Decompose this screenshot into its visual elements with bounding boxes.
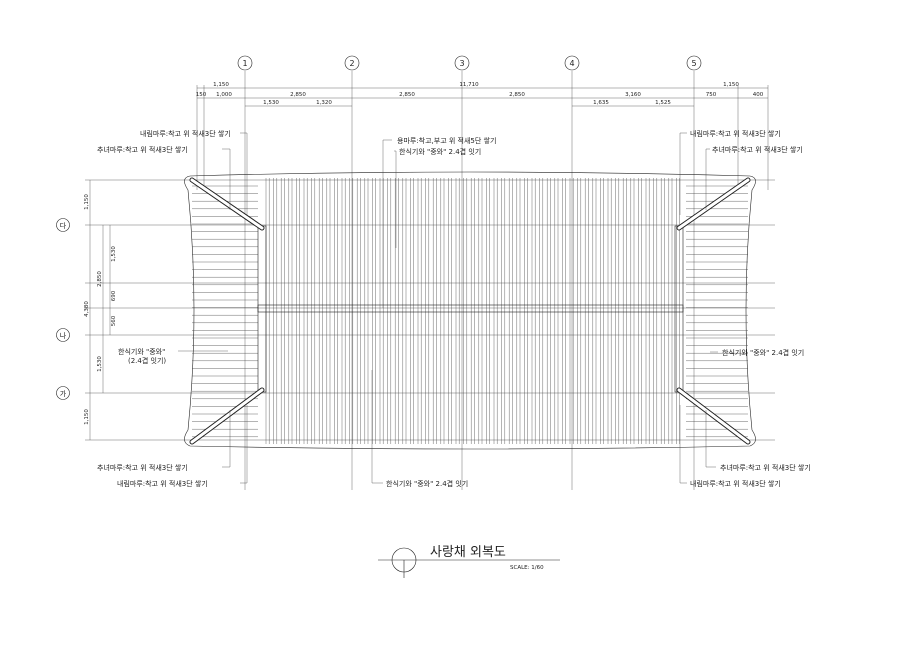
svg-text:750: 750 <box>706 92 717 98</box>
svg-text:690: 690 <box>111 290 117 301</box>
grid-bubble-1: 1 <box>237 55 253 71</box>
label-tl-naerim: 내림마루:착고 위 적새3단 쌓기 <box>140 129 231 138</box>
drawing-title: 사랑채 외복도 SCALE: 1/60 <box>378 545 560 578</box>
label-right-giwa: 한식기와 "중와" 2.4겹 잇기 <box>722 348 804 357</box>
label-br-naerim: 내림마루:착고 위 적새3단 쌓기 <box>690 479 781 488</box>
grid-bubble-5: 5 <box>686 55 702 71</box>
label-top-yongmaru: 용마루:착고,부고 위 적새5단 쌓기 <box>397 136 496 145</box>
column-grid: 1 2 3 4 5 <box>237 55 702 71</box>
label-left-giwa: 한식기와 "중와" <box>118 347 165 356</box>
svg-text:400: 400 <box>753 92 764 98</box>
svg-text:1,635: 1,635 <box>593 100 609 106</box>
label-bl-chunyeo: 추녀마루:착고 위 적새3단 쌓기 <box>97 463 188 472</box>
hip-ridge-inner <box>190 178 264 230</box>
svg-text:5: 5 <box>691 59 696 68</box>
svg-text:2,850: 2,850 <box>399 92 415 98</box>
svg-text:2,850: 2,850 <box>97 271 103 287</box>
top-dimensions: 1,150 11,710 1,150 150 1,000 2,850 2,850… <box>196 82 768 107</box>
left-dimensions: 1,150 4,380 1,150 2,850 1,530 1,530 690 … <box>84 180 117 440</box>
roof <box>184 171 756 450</box>
svg-text:2,850: 2,850 <box>509 92 525 98</box>
hip-ridge-inner <box>677 388 750 444</box>
grid-bubble-4: 4 <box>564 55 580 71</box>
title-text: 사랑채 외복도 <box>430 545 506 560</box>
label-top-giwa: 한식기와 "중와" 2.4겹 잇기 <box>399 147 481 156</box>
svg-text:2: 2 <box>349 59 354 68</box>
svg-text:4: 4 <box>569 59 574 68</box>
svg-text:1,530: 1,530 <box>97 356 103 372</box>
svg-text:1: 1 <box>242 59 247 68</box>
svg-text:1,530: 1,530 <box>263 100 279 106</box>
svg-text:560: 560 <box>111 315 117 326</box>
grid-bubble-2: 2 <box>344 55 360 71</box>
label-tr-naerim: 내림마루:착고 위 적새3단 쌓기 <box>690 129 781 138</box>
grid-bubble-da: 다 <box>56 218 70 232</box>
label-br-chunyeo: 추녀마루:착고 위 적새3단 쌓기 <box>720 463 811 472</box>
svg-text:1,530: 1,530 <box>111 246 117 262</box>
row-grid: 다 나 가 <box>56 218 70 400</box>
svg-text:1,525: 1,525 <box>655 100 671 106</box>
svg-text:나: 나 <box>60 331 67 340</box>
grid-lines <box>85 71 775 490</box>
svg-text:1,150: 1,150 <box>213 82 229 88</box>
svg-text:다: 다 <box>60 221 67 230</box>
svg-text:2,850: 2,850 <box>290 92 306 98</box>
label-tr-chunyeo: 추녀마루:착고 위 적새3단 쌓기 <box>712 145 803 154</box>
label-left-giwa-2: (2.4겹 잇기) <box>128 356 166 365</box>
grid-bubble-3: 3 <box>454 55 470 71</box>
svg-text:가: 가 <box>60 389 67 398</box>
svg-text:1,150: 1,150 <box>84 409 90 425</box>
hip-ridge-inner <box>190 388 264 444</box>
grid-bubble-ga: 가 <box>56 386 70 400</box>
svg-text:1,150: 1,150 <box>723 82 739 88</box>
hip-ridge-inner <box>677 178 750 230</box>
gable-wall-left <box>257 225 267 393</box>
label-bottom-giwa: 한식기와 "중와" 2.4겹 잇기 <box>386 479 468 488</box>
label-tl-chunyeo: 추녀마루:착고 위 적새3단 쌓기 <box>97 145 188 154</box>
svg-text:4,380: 4,380 <box>84 301 90 317</box>
annotations: 내림마루:착고 위 적새3단 쌓기 추녀마루:착고 위 적새3단 쌓기 용마루:… <box>97 129 811 488</box>
svg-text:150: 150 <box>196 92 207 98</box>
svg-text:3: 3 <box>459 59 464 68</box>
svg-text:3,160: 3,160 <box>625 92 641 98</box>
svg-text:1,150: 1,150 <box>84 194 90 210</box>
svg-text:1,000: 1,000 <box>216 92 232 98</box>
scale-text: SCALE: 1/60 <box>510 565 544 571</box>
main-ridge <box>257 304 684 313</box>
roof-outline <box>184 171 756 450</box>
svg-text:1,320: 1,320 <box>316 100 332 106</box>
svg-text:11,710: 11,710 <box>459 82 479 88</box>
grid-bubble-na: 나 <box>56 328 70 342</box>
label-bl-naerim: 내림마루:착고 위 적새3단 쌓기 <box>117 479 208 488</box>
